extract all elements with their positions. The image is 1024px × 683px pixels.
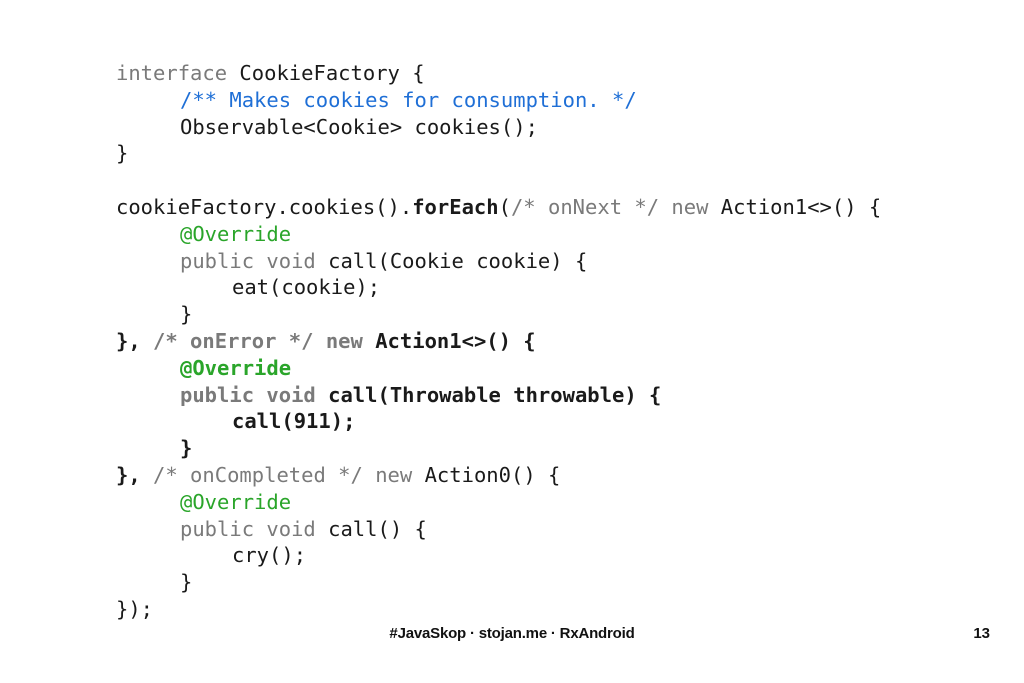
code-text: Action0() { — [412, 462, 561, 487]
blank-line — [116, 167, 881, 194]
code-space — [659, 195, 671, 219]
comment: /* onCompleted */ — [153, 462, 363, 487]
annotation: @Override — [180, 221, 292, 246]
code-line: } — [116, 569, 881, 596]
code-text: call(911); — [232, 409, 356, 434]
keyword: new — [671, 194, 709, 219]
code-line: cookieFactory.cookies().forEach(/* onNex… — [116, 194, 881, 221]
keyword: public void — [180, 248, 316, 273]
code-line-highlighted: }, /* onError */ new Action1<>() { — [116, 328, 881, 355]
code-space — [363, 463, 375, 487]
code-line: }, /* onCompleted */ new Action0() { — [116, 462, 881, 489]
code-text: } — [180, 302, 193, 327]
code-line: @Override — [116, 221, 881, 248]
code-line: /** Makes cookies for consumption. */ — [116, 87, 881, 114]
code-block: interface CookieFactory {/** Makes cooki… — [116, 60, 881, 623]
page-number: 13 — [973, 625, 990, 642]
doc-comment: /** Makes cookies for consumption. */ — [180, 87, 637, 112]
code-text: Action1<>() { — [362, 328, 536, 353]
code-text: } — [180, 570, 193, 595]
code-text: call(Throwable throwable) { — [315, 382, 662, 407]
code-text: }); — [116, 596, 154, 621]
code-line: interface CookieFactory { — [116, 60, 881, 87]
code-text: CookieFactory { — [227, 61, 425, 85]
code-text: ( — [498, 194, 511, 219]
code-line-highlighted: } — [116, 435, 881, 462]
keyword: new — [325, 328, 363, 353]
keyword: new — [375, 462, 413, 487]
code-line-highlighted: call(911); — [116, 408, 881, 435]
code-line: } — [116, 140, 881, 167]
method-name: forEach — [412, 194, 499, 219]
code-line: }); — [116, 596, 881, 623]
annotation: @Override — [180, 489, 292, 514]
keyword: interface — [116, 61, 228, 85]
code-line: public void call() { — [116, 516, 881, 543]
code-text: call(Cookie cookie) { — [315, 248, 588, 273]
code-line: Observable<Cookie> cookies(); — [116, 114, 881, 141]
comment: /* onNext */ — [510, 194, 660, 219]
code-line-highlighted: @Override — [116, 355, 881, 382]
code-text: } — [116, 141, 129, 166]
code-line: eat(cookie); — [116, 274, 881, 301]
code-text: } — [180, 436, 193, 461]
slide-footer: #JavaSkop · stojan.me · RxAndroid — [389, 625, 635, 642]
code-text: call() { — [315, 516, 427, 541]
keyword: public void — [180, 382, 316, 407]
code-text: cookieFactory.cookies(). — [116, 194, 413, 219]
code-text: }, — [116, 328, 154, 353]
annotation: @Override — [180, 355, 292, 380]
comment: /* onError */ — [153, 328, 314, 353]
code-text: }, — [116, 462, 154, 487]
code-text: eat(cookie); — [232, 275, 381, 300]
code-text: Action1<>() { — [708, 194, 882, 219]
code-line: } — [116, 301, 881, 328]
code-space — [313, 329, 325, 353]
keyword: public void — [180, 516, 316, 541]
code-text: cry(); — [232, 543, 307, 568]
code-line: public void call(Cookie cookie) { — [116, 248, 881, 275]
code-line-highlighted: public void call(Throwable throwable) { — [116, 382, 881, 409]
code-line: cry(); — [116, 542, 881, 569]
code-text: Observable<Cookie> cookies(); — [180, 114, 538, 139]
code-line: @Override — [116, 489, 881, 516]
